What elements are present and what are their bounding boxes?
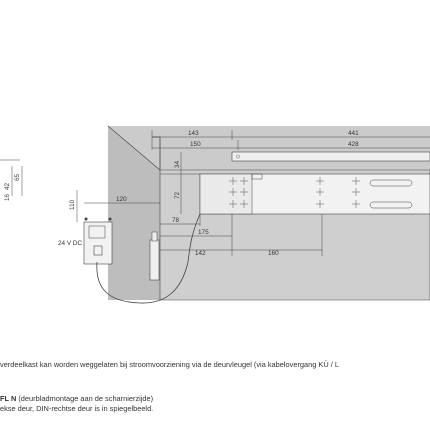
note-model: FL N (deurbladmontage aan de scharnierzi… <box>0 394 153 403</box>
dim-42: 42 <box>4 182 11 190</box>
dim-175: 175 <box>198 229 209 236</box>
slide-rail <box>231 151 430 162</box>
dim-16: 16 <box>4 193 11 201</box>
dim-142: 142 <box>195 250 206 257</box>
closer-end-cap <box>199 173 253 215</box>
dim-160: 160 <box>268 250 279 257</box>
dim-110: 110 <box>69 199 76 210</box>
model-name: FL N <box>0 394 17 403</box>
dim-143: 143 <box>188 130 199 137</box>
dim-441: 441 <box>348 130 359 137</box>
note-distribution-box: verdeelkast kan worden weggelaten bij st… <box>0 360 339 369</box>
dim-428: 428 <box>348 141 359 148</box>
voltage-label: 24 V DC <box>58 240 83 247</box>
note-door-hand: ekse deur, DIN-rechtse deur is in spiege… <box>0 404 154 413</box>
power-cable <box>96 213 201 304</box>
dim-65: 65 <box>14 173 21 181</box>
dim-78: 78 <box>172 217 180 224</box>
dim-120: 120 <box>116 196 127 203</box>
top-dimensions <box>151 130 430 150</box>
dim-34: 34 <box>174 160 181 168</box>
dim-150: 150 <box>190 141 201 148</box>
dim-72: 72 <box>174 191 181 199</box>
cable-transition <box>149 239 160 281</box>
model-description: (deurbladmontage aan de scharnierzijde) <box>16 394 154 403</box>
distribution-box <box>83 217 113 265</box>
slot-holes <box>369 179 413 209</box>
mounting-hole-marks <box>229 177 360 208</box>
bottom-dimensions <box>160 214 323 256</box>
frame-bevel <box>108 126 160 300</box>
